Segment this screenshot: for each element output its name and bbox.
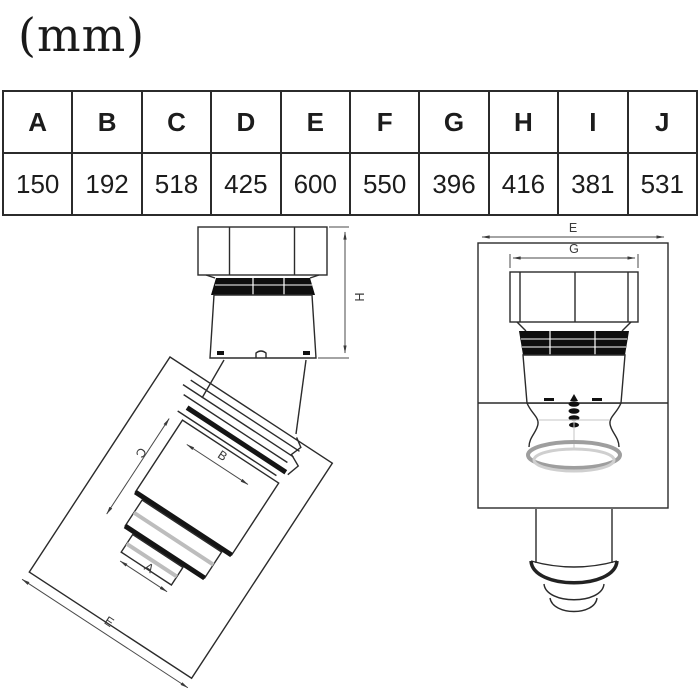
spigot-rim-outer xyxy=(526,440,622,470)
col-header-F: F xyxy=(348,90,421,154)
dim-H: H xyxy=(318,226,366,359)
side-view-vent xyxy=(197,226,328,359)
dimension-table-header-row: A B C D E F G H I J xyxy=(1,90,699,154)
value-H: 416 xyxy=(487,152,560,216)
pipe-step-2 xyxy=(549,597,598,613)
col-header-B: B xyxy=(71,90,143,154)
side-view-neck xyxy=(201,359,307,435)
dim-label-G: G xyxy=(569,242,579,256)
col-header-H: H xyxy=(487,90,560,154)
col-header-D: D xyxy=(210,90,282,154)
vent-louver xyxy=(211,278,315,295)
col-header-I: I xyxy=(557,90,629,154)
dimension-table-value-row: 150 192 518 425 600 550 396 416 381 531 xyxy=(1,152,699,216)
value-J: 531 xyxy=(626,152,699,216)
value-I: 381 xyxy=(557,152,629,216)
vent-clip xyxy=(255,350,267,358)
pipe-collar xyxy=(529,560,619,585)
vent-body xyxy=(209,294,317,359)
col-header-J: J xyxy=(626,90,699,154)
value-D: 425 xyxy=(210,152,282,216)
dim-E-front: E xyxy=(481,221,665,239)
value-G: 396 xyxy=(418,152,490,216)
dim-label-E-front: E xyxy=(569,221,577,235)
vent-foot-right xyxy=(303,351,310,355)
value-B: 192 xyxy=(71,152,143,216)
value-E: 600 xyxy=(279,152,351,216)
front-view-drawing: E G xyxy=(477,221,669,613)
bell-spigot xyxy=(526,402,622,473)
telescoping-sleeve xyxy=(120,419,280,586)
front-vent-cap xyxy=(509,271,639,332)
center-screw xyxy=(568,394,580,428)
side-view-drawing: C B A E xyxy=(21,226,366,689)
vent-cap xyxy=(197,226,328,276)
flashing-skirt xyxy=(177,379,302,477)
dim-label-H: H xyxy=(352,292,366,301)
front-vent-louver xyxy=(519,331,629,355)
side-view-roof-plate: C B A E xyxy=(21,356,334,689)
col-header-A: A xyxy=(1,90,74,154)
vent-foot-left xyxy=(217,351,224,355)
dimension-table: A B C D E F G H I J 150 192 518 425 600 … xyxy=(1,90,699,216)
spigot-rim-inner xyxy=(532,447,616,473)
col-header-G: G xyxy=(418,90,490,154)
body-dash-left xyxy=(544,398,554,401)
value-F: 550 xyxy=(348,152,421,216)
technical-drawing: C B A E xyxy=(21,221,669,689)
skirt-edge-hook xyxy=(287,437,302,476)
unit-label: (mm) xyxy=(18,8,146,62)
col-header-E: E xyxy=(279,90,351,154)
col-header-C: C xyxy=(140,90,213,154)
pipe-step-1 xyxy=(543,583,605,601)
dim-G: G xyxy=(509,242,639,268)
pipe-outlet xyxy=(529,509,619,613)
body-dash-right xyxy=(592,398,602,401)
value-A: 150 xyxy=(1,152,74,216)
value-C: 518 xyxy=(140,152,213,216)
